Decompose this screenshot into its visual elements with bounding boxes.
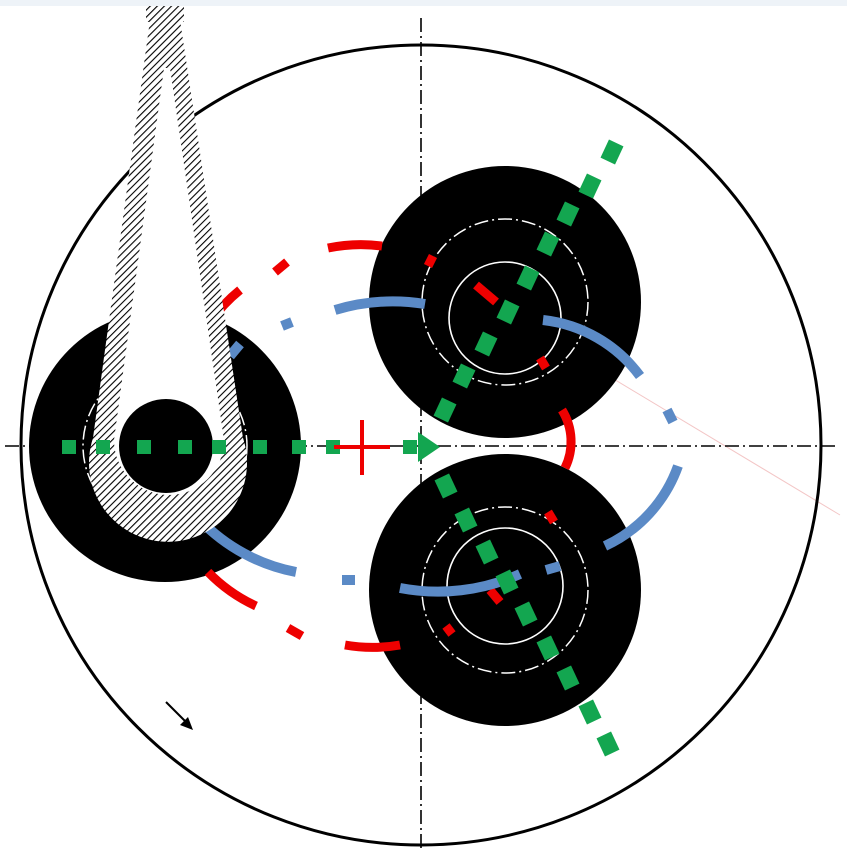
- lower-right-disk-bore: [446, 527, 564, 645]
- arm-inner-slot: [114, 68, 224, 495]
- arm-mount-block: [146, 6, 184, 22]
- center-cross-icon: [334, 420, 390, 475]
- arm-hub-hole: [119, 399, 213, 493]
- lower-right-disk-pitch-circle: [421, 506, 589, 674]
- upper-right-disk-bore: [448, 261, 562, 375]
- top-band: [0, 0, 847, 6]
- arrow-icon: [165, 701, 193, 730]
- green-path: [62, 139, 624, 757]
- upper-right-disk-pitch-circle: [421, 218, 589, 386]
- linkage-arm: [89, 6, 247, 542]
- arrowhead-icon: [418, 432, 440, 462]
